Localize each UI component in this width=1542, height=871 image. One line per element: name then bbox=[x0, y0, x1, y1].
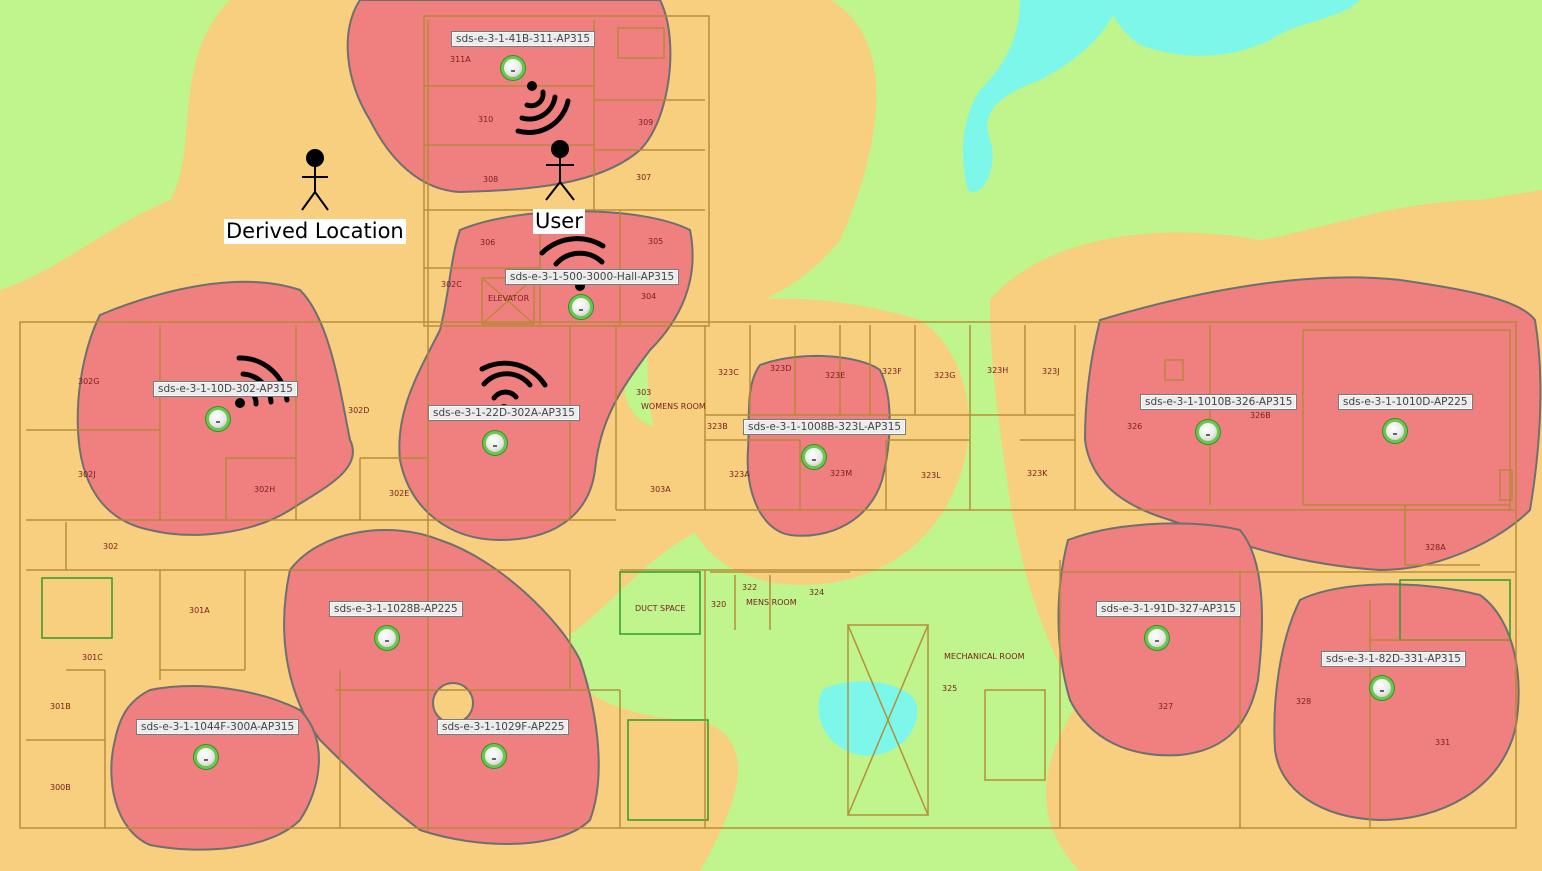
room-label: 309 bbox=[638, 118, 654, 127]
room-label: 301B bbox=[50, 702, 71, 711]
room-label: MENS ROOM bbox=[746, 598, 797, 607]
room-label: 323L bbox=[921, 471, 941, 480]
room-label: 328A bbox=[1425, 543, 1446, 552]
room-label: 323D bbox=[770, 364, 792, 373]
room-label: MECHANICAL ROOM bbox=[944, 652, 1025, 661]
strong-signal-zones bbox=[76, 0, 1542, 851]
room-label: 324 bbox=[809, 588, 825, 597]
access-point-label[interactable]: sds-e-3-1-91D-327-AP315 bbox=[1096, 601, 1241, 617]
access-point-label[interactable]: sds-e-3-1-82D-331-AP315 bbox=[1321, 651, 1466, 667]
no-signal-zones bbox=[818, 0, 1360, 756]
room-label: 302D bbox=[348, 406, 370, 415]
room-label: 325 bbox=[942, 684, 958, 693]
room-label: 322 bbox=[742, 583, 758, 592]
access-point-icon[interactable] bbox=[482, 430, 508, 456]
room-label: 301C bbox=[82, 653, 103, 662]
room-label: 303A bbox=[650, 485, 671, 494]
room-label: 305 bbox=[648, 237, 664, 246]
access-point-icon[interactable] bbox=[205, 406, 231, 432]
access-point-icon[interactable] bbox=[1369, 675, 1395, 701]
room-label: DUCT SPACE bbox=[635, 604, 686, 613]
room-label: 326 bbox=[1127, 422, 1143, 431]
room-label: 300B bbox=[50, 783, 71, 792]
user-label: User bbox=[533, 209, 585, 234]
access-point-label[interactable]: sds-e-3-1-41B-311-AP315 bbox=[451, 31, 596, 47]
room-label: 323H bbox=[987, 366, 1009, 375]
room-label: 323B bbox=[707, 422, 728, 431]
room-label: 303 bbox=[636, 388, 652, 397]
room-label: 331 bbox=[1435, 738, 1451, 747]
user-figure bbox=[545, 140, 575, 201]
room-label: 323A bbox=[729, 470, 750, 479]
room-label: 323E bbox=[825, 371, 846, 380]
room-label: 323M bbox=[830, 469, 853, 478]
access-point-label[interactable]: sds-e-3-1-1044F-300A-AP315 bbox=[136, 719, 300, 735]
room-label: 302G bbox=[78, 377, 100, 386]
room-label: 311A bbox=[450, 55, 471, 64]
access-point-icon[interactable] bbox=[1382, 418, 1408, 444]
access-point-icon[interactable] bbox=[193, 744, 219, 770]
room-label: 320 bbox=[711, 600, 727, 609]
room-label: 304 bbox=[641, 292, 657, 301]
room-label: ELEVATOR bbox=[488, 294, 530, 303]
room-label: 323G bbox=[934, 371, 956, 380]
room-label: 302H bbox=[254, 485, 276, 494]
access-point-icon[interactable] bbox=[481, 743, 507, 769]
access-point-icon[interactable] bbox=[500, 55, 526, 81]
room-label: 326B bbox=[1250, 411, 1271, 420]
access-point-label[interactable]: sds-e-3-1-22D-302A-AP315 bbox=[428, 405, 580, 421]
room-label: 328 bbox=[1296, 697, 1312, 706]
room-label: 323K bbox=[1027, 469, 1048, 478]
room-label: WOMENS ROOM bbox=[641, 402, 706, 411]
room-label: 301A bbox=[189, 606, 210, 615]
access-point-icon[interactable] bbox=[801, 444, 827, 470]
access-point-icon[interactable] bbox=[568, 294, 594, 320]
green-plan-lines bbox=[41, 571, 1511, 821]
derived-location-figure bbox=[301, 149, 329, 211]
access-point-label[interactable]: sds-e-3-1-500-3000-Hall-AP315 bbox=[505, 269, 680, 285]
room-label: 310 bbox=[478, 115, 494, 124]
access-point-label[interactable]: sds-e-3-1-10D-302-AP315 bbox=[153, 381, 298, 397]
room-label: 302E bbox=[389, 489, 410, 498]
room-label: 327 bbox=[1158, 702, 1174, 711]
room-label: 323J bbox=[1042, 367, 1060, 376]
room-label: 308 bbox=[483, 175, 499, 184]
access-point-icon[interactable] bbox=[1195, 419, 1221, 445]
room-label: 302C bbox=[441, 280, 462, 289]
room-label: 307 bbox=[636, 173, 652, 182]
access-point-label[interactable]: sds-e-3-1-1008B-323L-AP315 bbox=[743, 419, 907, 435]
access-point-icon[interactable] bbox=[374, 625, 400, 651]
access-point-label[interactable]: sds-e-3-1-1028B-AP225 bbox=[329, 601, 463, 617]
floorplan-walls bbox=[19, 15, 1517, 830]
room-label: 302 bbox=[103, 542, 119, 551]
access-point-label[interactable]: sds-e-3-1-1010B-326-AP315 bbox=[1140, 394, 1298, 410]
room-label: 306 bbox=[480, 238, 496, 247]
access-point-label[interactable]: sds-e-3-1-1010D-AP225 bbox=[1338, 394, 1473, 410]
derived-location-label: Derived Location bbox=[224, 219, 406, 244]
room-label: 302J bbox=[78, 470, 96, 479]
access-point-label[interactable]: sds-e-3-1-1029F-AP225 bbox=[437, 719, 570, 735]
room-label: 323C bbox=[718, 368, 739, 377]
room-label: 323F bbox=[882, 367, 902, 376]
access-point-icon[interactable] bbox=[1144, 625, 1170, 651]
wifi-signal-user bbox=[515, 81, 571, 136]
